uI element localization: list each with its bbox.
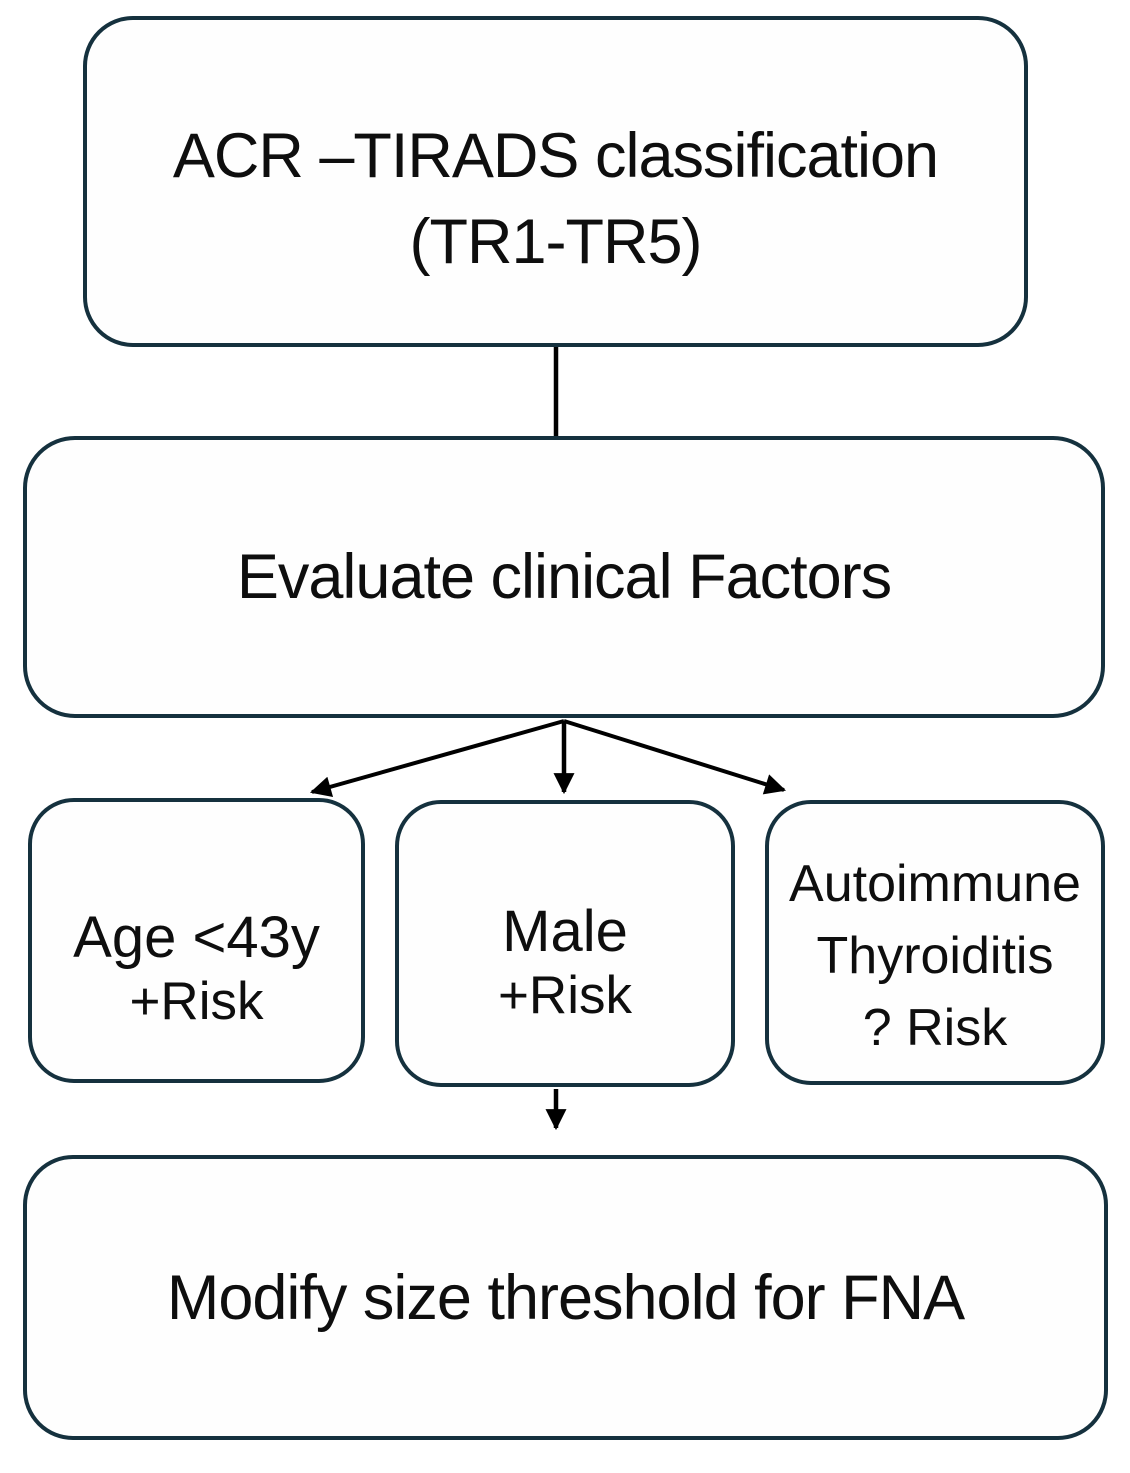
node-text-line: (TR1-TR5) [409, 206, 703, 277]
node-age-risk: Age <43y +Risk [28, 798, 365, 1083]
node-autoimmune-thyroiditis-risk: Autoimmune Thyroiditis ? Risk [765, 800, 1105, 1085]
node-text-line: Thyroiditis [816, 926, 1054, 985]
node-acr-tirads-classification: ACR –TIRADS classification (TR1-TR5) [83, 16, 1028, 347]
node-text-line: +Risk [497, 965, 632, 1025]
node-modify-size-threshold-fna: Modify size threshold for FNA [23, 1155, 1108, 1440]
node-text-line: Autoimmune [789, 854, 1081, 913]
edge-evaluate-autoimmune [563, 719, 787, 795]
node-text-line: Modify size threshold for FNA [166, 1262, 965, 1333]
node-text-line: Age <43y [73, 904, 320, 970]
node-evaluate-clinical-factors: Evaluate clinical Factors [23, 436, 1105, 718]
node-text-line: ACR –TIRADS classification [172, 120, 939, 191]
edge-evaluate-age [309, 719, 565, 797]
node-text-line: ? Risk [862, 998, 1008, 1057]
node-text-line: +Risk [129, 971, 264, 1031]
node-male-risk: Male +Risk [395, 800, 735, 1087]
node-text-line: Male [502, 898, 628, 964]
node-text-line: Evaluate clinical Factors [236, 542, 892, 612]
